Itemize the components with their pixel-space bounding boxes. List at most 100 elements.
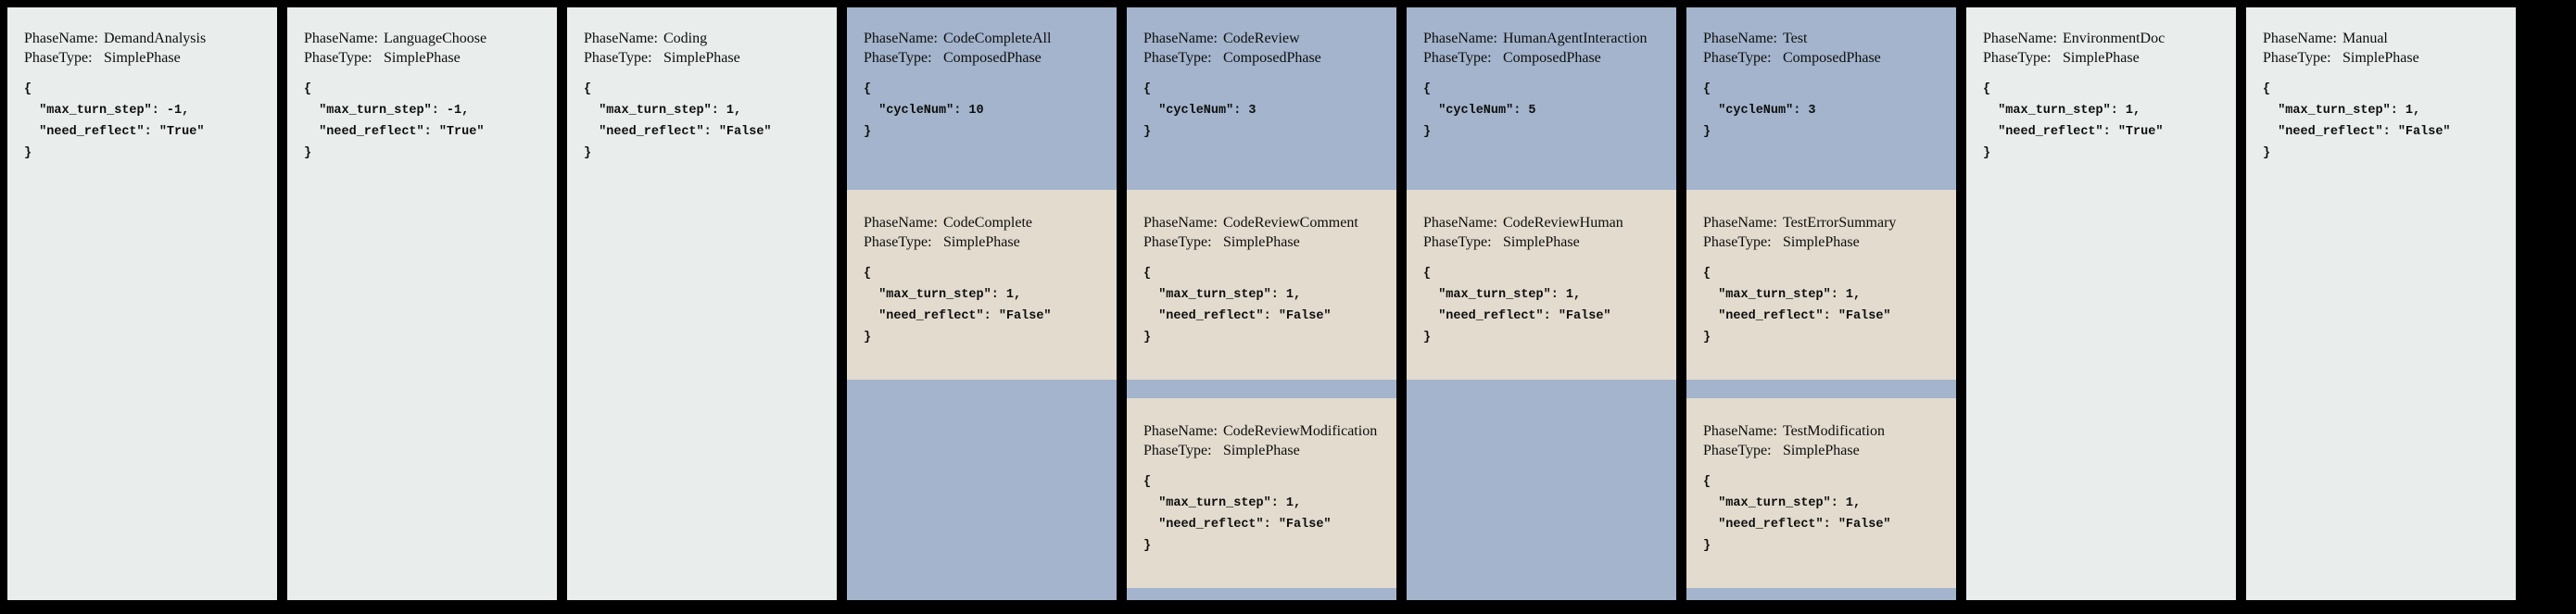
phase-name-row: PhaseName:Coding [584,29,829,48]
phase-type-value: SimplePhase [2063,50,2140,66]
phase-type-value: ComposedPhase [1783,50,1881,66]
phase-name-value: CodeReviewModification [1223,423,1378,439]
phase-type-row: PhaseType:SimplePhase [304,48,549,68]
subphase-card-test-error-summary: PhaseName: TestErrorSummary PhaseType:Sim… [1686,190,1956,380]
phase-name-row: PhaseName: CodeReview [1143,29,1389,48]
phase-header: PhaseName: DemandAnalysis PhaseType:Simpl… [7,7,277,164]
phase-name-value: TestErrorSummary [1783,215,1897,231]
phase-type-row: PhaseType:SimplePhase [1703,232,1949,252]
phase-type-label: PhaseType: [1143,234,1212,250]
phase-type-row: PhaseType: ComposedPhase [1703,48,1949,68]
phase-name-row: PhaseName: CodeCompleteAll [864,29,1109,48]
phase-header: PhaseName:Coding PhaseType: SimplePhase {… [567,7,837,164]
phase-name-row: PhaseName:CodeReviewModification [1143,421,1389,441]
phase-type-label: PhaseType: [1703,234,1772,250]
phase-type-value: SimplePhase [1223,443,1300,458]
phase-config-json: { "max_turn_step": 1, "need_reflect": "F… [1703,267,1891,345]
phase-type-row: PhaseType: ComposedPhase [1423,48,1669,68]
composed-phase-header: PhaseName:HumanAgentInteraction PhaseTyp… [1407,7,1676,190]
phase-column-language-choose: PhaseName: LanguageChoose PhaseType:Simpl… [287,7,557,600]
phase-type-value: SimplePhase [2342,50,2419,66]
phase-type-row: PhaseType:SimplePhase [1143,441,1389,460]
phase-name-row: PhaseName: TestErrorSummary [1703,213,1949,232]
phase-config-json: { "cycleNum": 5 } [1423,82,1536,139]
phase-type-row: PhaseType: SimplePhase [2263,48,2508,68]
phase-config-json: { "max_turn_step": 1, "need_reflect": "F… [584,82,772,160]
phase-type-label: PhaseType: [1423,234,1492,250]
phase-type-label: PhaseType: [864,50,932,66]
phase-config-json: { "max_turn_step": -1, "need_reflect": "… [304,82,485,160]
phase-name-label: PhaseName: [1143,31,1218,46]
composed-phase-header: PhaseName: CodeCompleteAll PhaseType:Comp… [847,7,1117,190]
subphase-card-code-review-human: PhaseName:CodeReviewHuman PhaseType: Simp… [1407,190,1676,380]
phase-name-row: PhaseName:CodeReviewComment [1143,213,1389,232]
phase-column-demand-analysis: PhaseName: DemandAnalysis PhaseType:Simpl… [7,7,277,600]
phase-type-value: SimplePhase [1783,443,1860,458]
phase-type-value: ComposedPhase [1503,50,1601,66]
phase-name-label: PhaseName: [1703,215,1777,231]
subphase-card-code-review-modification: PhaseName:CodeReviewModification PhaseTy… [1127,398,1396,588]
phase-name-label: PhaseName: [1703,423,1777,439]
phase-column-manual: PhaseName:Manual PhaseType:SimplePhase {… [2246,7,2516,600]
phase-header: PhaseName: LanguageChoose PhaseType:Simpl… [287,7,557,164]
phase-type-row: PhaseType:ComposedPhase [1143,48,1389,68]
phase-config-json: { "max_turn_step": 1, "need_reflect": "T… [1983,82,2164,160]
phase-name-row: PhaseName: DemandAnalysis [24,29,270,48]
phase-name-value: CodeReview [1223,31,1300,46]
phase-name-label: PhaseName: [1703,31,1777,46]
phase-name-label: PhaseName: [24,31,98,46]
phase-type-value: SimplePhase [104,50,181,66]
phase-type-row: PhaseType:SimplePhase [24,48,270,68]
subphase-card-test-modification: PhaseName: TestModification PhaseType: Sim… [1686,398,1956,588]
phase-type-row: PhaseType:SimplePhase [1143,232,1389,252]
phase-config-json: { "cycleNum": 3 } [1703,82,1816,139]
phase-column-coding: PhaseName:Coding PhaseType: SimplePhase {… [567,7,837,600]
phase-name-label: PhaseName: [304,31,378,46]
phase-type-value: SimplePhase [1503,234,1580,250]
composed-phase-header: PhaseName: CodeReview PhaseType:ComposedP… [1127,7,1396,190]
phase-type-label: PhaseType: [1983,50,2052,66]
phase-type-value: SimplePhase [943,234,1020,250]
phase-type-row: PhaseType: SimplePhase [1983,48,2229,68]
composed-phase-header: PhaseName:Test PhaseType: ComposedPhase {… [1686,7,1956,190]
phase-name-value: DemandAnalysis [104,31,207,46]
phase-config-json: { "max_turn_step": 1, "need_reflect": "F… [2263,82,2451,160]
phase-name-label: PhaseName: [1143,215,1218,231]
phase-name-value: TestModification [1783,423,1885,439]
phase-name-row: PhaseName:HumanAgentInteraction [1423,29,1669,48]
phase-column-code-review: PhaseName:CodeReview PhaseType:ComposedP… [1127,7,1396,600]
phase-name-label: PhaseName: [864,31,938,46]
phase-name-row: PhaseName:EnvironmentDoc [1983,29,2229,48]
phase-type-label: PhaseType: [1423,50,1492,66]
phase-column-human-agent-interaction: PhaseName:HumanAgentInteraction PhaseTyp… [1407,7,1676,600]
phase-name-label: PhaseName: [864,215,938,231]
phase-type-label: PhaseType: [2263,50,2331,66]
subphase-card-code-complete: PhaseName: CodeComplete PhaseType: SimpleP… [847,190,1117,380]
phase-column-environment-doc: PhaseName:EnvironmentDoc PhaseType: Simpl… [1966,7,2236,600]
phase-config-json: { "cycleNum": 3 } [1143,82,1256,139]
phase-name-row: PhaseName: TestModification [1703,421,1949,441]
phase-config-json: { "max_turn_step": 1, "need_reflect": "F… [1703,475,1891,553]
phase-type-row: PhaseType: SimplePhase [1703,441,1949,460]
phase-name-value: LanguageChoose [384,31,487,46]
phase-type-label: PhaseType: [1703,50,1772,66]
phase-name-value: HumanAgentInteraction [1503,31,1648,46]
phase-type-row: PhaseType:ComposedPhase [864,48,1109,68]
phase-type-label: PhaseType: [864,234,932,250]
phase-config-json: { "cycleNum": 10 } [864,82,984,139]
phase-name-row: PhaseName:CodeReviewHuman [1423,213,1669,232]
phase-type-label: PhaseType: [1703,443,1772,458]
phase-name-label: PhaseName: [1423,215,1497,231]
phase-config-json: { "max_turn_step": 1, "need_reflect": "F… [864,267,1052,345]
phase-name-value: CodeCompleteAll [943,31,1052,46]
phase-name-value: CodeComplete [943,215,1032,231]
phase-type-value: SimplePhase [663,50,740,66]
phase-name-row: PhaseName:Test [1703,29,1949,48]
phase-name-label: PhaseName: [1983,31,2057,46]
phase-name-row: PhaseName: CodeComplete [864,213,1109,232]
phase-config-json: { "max_turn_step": 1, "need_reflect": "F… [1143,267,1332,345]
phase-type-value: ComposedPhase [1223,50,1321,66]
phase-config-json: { "max_turn_step": 1, "need_reflect": "F… [1143,475,1332,553]
phase-type-label: PhaseType: [584,50,652,66]
